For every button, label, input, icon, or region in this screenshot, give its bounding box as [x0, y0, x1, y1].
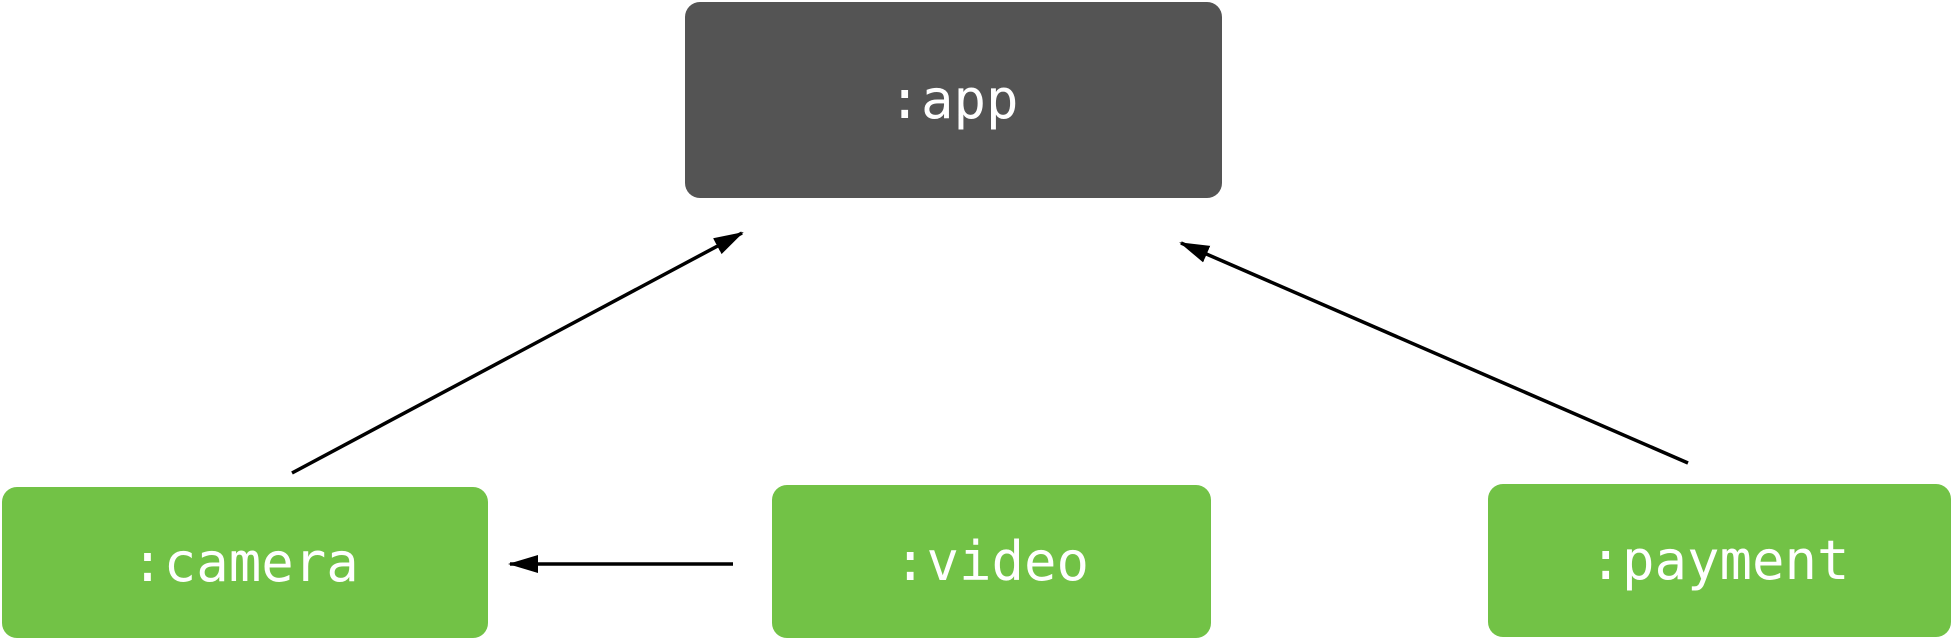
node-video: :video — [772, 485, 1211, 638]
node-camera: :camera — [2, 487, 488, 638]
edge-payment-to-app — [1179, 241, 1689, 465]
edge-camera-to-app — [291, 231, 744, 475]
node-payment-label: :payment — [1589, 528, 1850, 592]
node-app: :app — [685, 2, 1222, 198]
node-camera-label: :camera — [131, 530, 359, 594]
node-video-label: :video — [893, 529, 1090, 593]
node-payment: :payment — [1488, 484, 1951, 637]
node-app-label: :app — [888, 68, 1019, 131]
